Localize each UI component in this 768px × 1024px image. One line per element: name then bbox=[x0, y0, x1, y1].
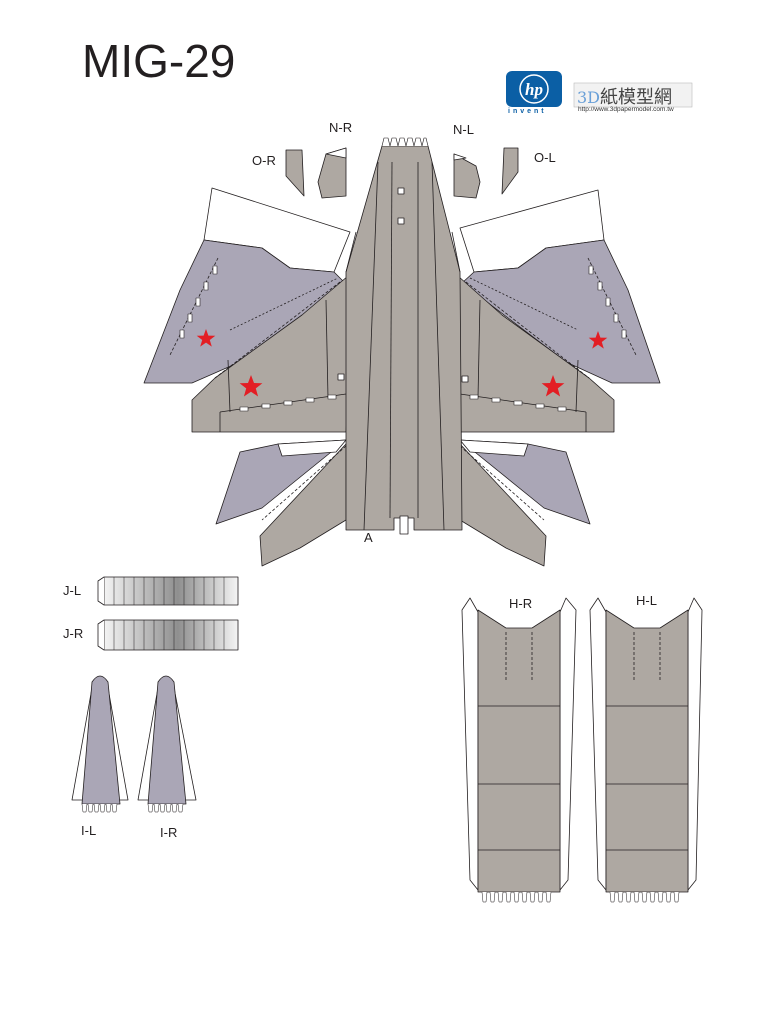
red-star-icon bbox=[239, 375, 263, 397]
label-n-l: N-L bbox=[453, 122, 474, 137]
hp-badge-text: hp bbox=[525, 80, 543, 99]
label-h-r: H-R bbox=[509, 596, 533, 611]
part-h-l bbox=[589, 597, 703, 903]
part-o-l bbox=[501, 147, 519, 195]
red-star-icon bbox=[588, 331, 608, 349]
part-o-r bbox=[285, 149, 305, 197]
label-j-r: J-R bbox=[63, 626, 84, 641]
right-outer-wing-part bbox=[459, 189, 661, 384]
part-i-l bbox=[71, 675, 129, 813]
label-h-l: H-L bbox=[636, 593, 657, 608]
site-prefix: 3D bbox=[577, 88, 601, 107]
red-star-icon bbox=[541, 375, 565, 397]
left-stabilizer-part bbox=[215, 439, 347, 567]
part-i-r bbox=[137, 675, 197, 813]
label-i-r: I-R bbox=[160, 825, 178, 840]
part-j-l bbox=[97, 576, 239, 606]
site-name: 3D紙模型網 bbox=[577, 83, 672, 109]
label-a: A bbox=[364, 530, 373, 545]
brand-logo: hp bbox=[506, 69, 696, 119]
hp-tagline: invent bbox=[508, 108, 547, 115]
label-o-l: O-L bbox=[534, 150, 556, 165]
part-j-r bbox=[97, 619, 239, 651]
label-o-r: O-R bbox=[252, 153, 276, 168]
red-star-icon bbox=[196, 329, 216, 347]
site-name-text: 紙模型網 bbox=[600, 87, 673, 108]
fuselage-part-a bbox=[337, 137, 469, 535]
right-stabilizer-part bbox=[459, 439, 591, 567]
hp-logo-icon bbox=[506, 71, 562, 107]
left-outer-wing-part bbox=[143, 187, 351, 384]
page-title: MIG-29 bbox=[82, 35, 236, 87]
label-j-l: J-L bbox=[63, 583, 82, 598]
label-i-l: I-L bbox=[81, 823, 97, 838]
left-inner-wing-part bbox=[191, 275, 349, 433]
part-n-l bbox=[453, 153, 481, 199]
part-h-r bbox=[461, 597, 577, 903]
label-n-r: N-R bbox=[329, 120, 353, 135]
site-url: http://www.3dpapermodel.com.tw bbox=[578, 106, 674, 113]
